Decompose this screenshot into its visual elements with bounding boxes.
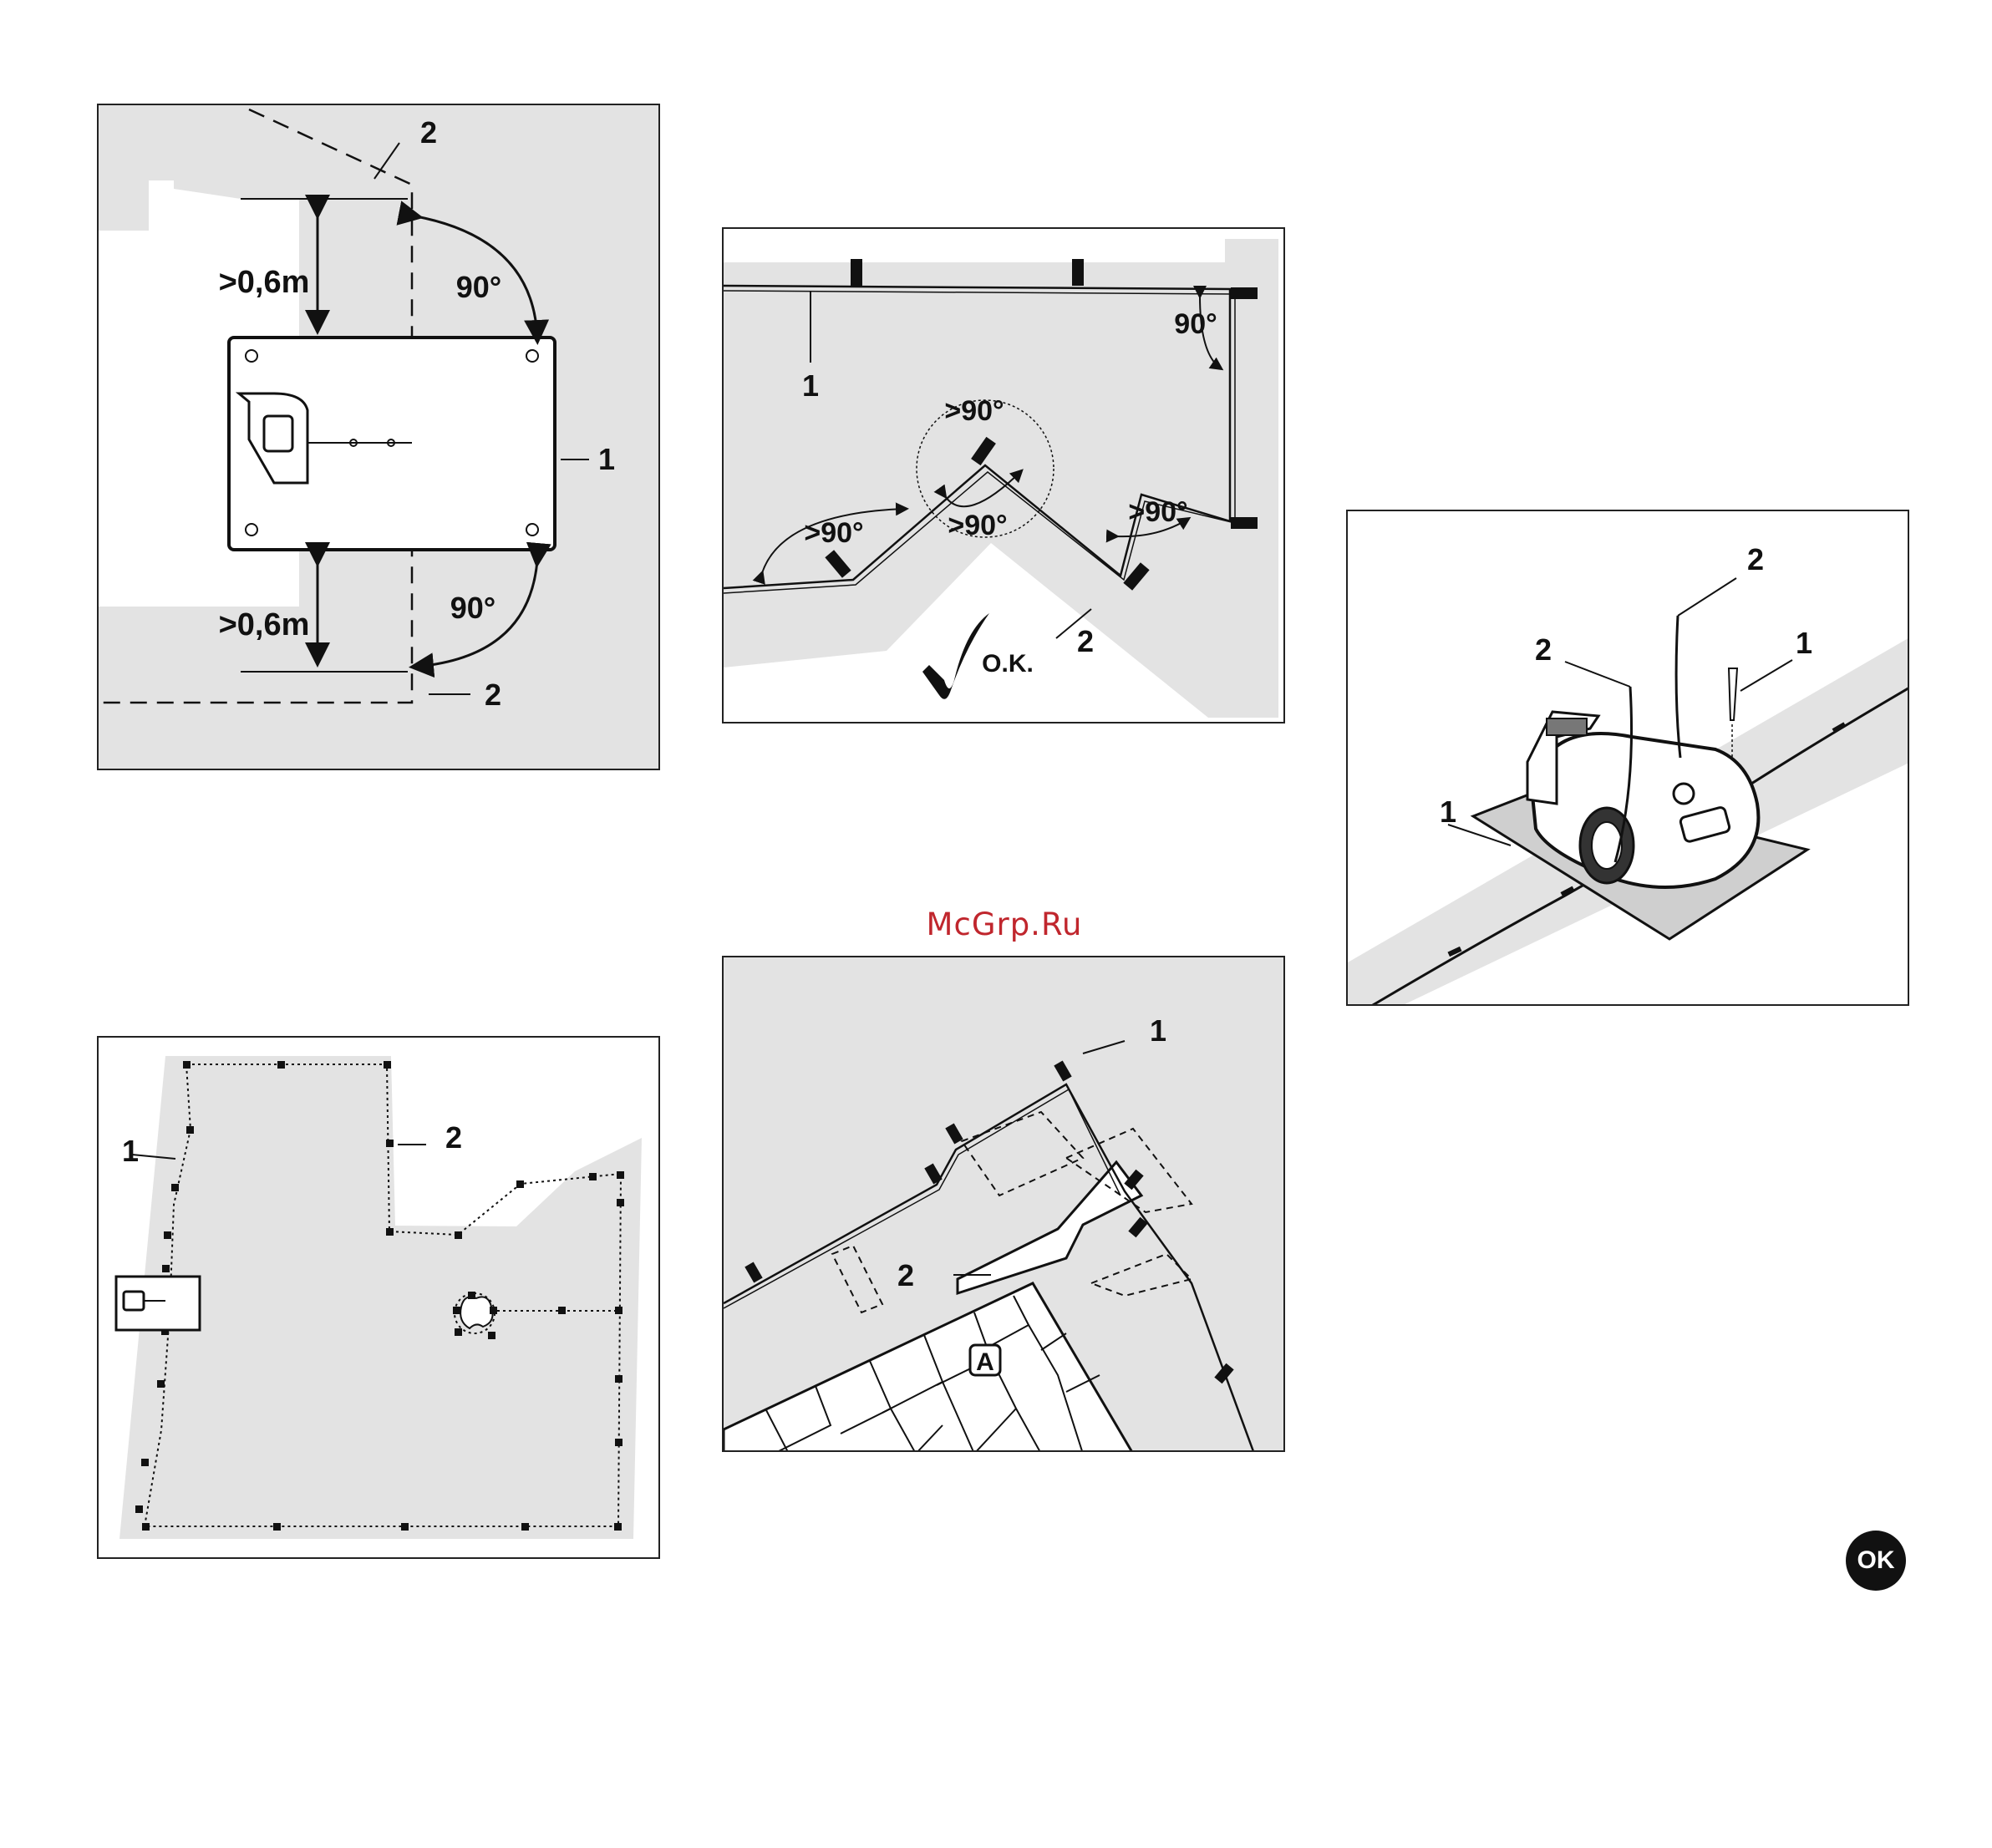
callout-1: 1	[122, 1134, 139, 1168]
angle-top-peak: >90°	[944, 395, 1004, 427]
callout-2: 2	[897, 1258, 914, 1292]
language-badge: OK	[1846, 1531, 1906, 1591]
ok-text: O.K.	[982, 650, 1034, 678]
figure-wire-angles: 1 2 90° >90° >90° >90° >90° O.K.	[722, 227, 1285, 723]
callout-2: 2	[1077, 624, 1094, 658]
angle-corner: 90°	[1174, 308, 1217, 340]
callout-2: 2	[445, 1120, 462, 1155]
watermark-text: McGrp.Ru	[921, 906, 1088, 942]
distance-bottom: >0,6m	[219, 607, 310, 642]
label-a: A	[976, 1348, 994, 1376]
distance-top: >0,6m	[219, 265, 310, 300]
callout-1: 1	[1150, 1013, 1166, 1048]
callout-1: 1	[598, 442, 615, 476]
angle-top: 90°	[456, 270, 501, 304]
callout-2-bottom: 2	[485, 678, 501, 712]
figure-lawn-plan: 1 2	[97, 1036, 660, 1559]
angle-bottom: 90°	[450, 591, 495, 625]
figure-docking-clearance: 2 1 2 >0,6m >0,6m 90° 90°	[97, 104, 660, 770]
angle-right: >90°	[1128, 496, 1187, 528]
angle-left: >90°	[804, 517, 863, 549]
callout-1-left: 1	[1440, 795, 1456, 829]
callout-1: 1	[802, 368, 819, 403]
tree-icon	[460, 1297, 493, 1328]
angle-inner: >90°	[948, 510, 1007, 541]
figure-paving-crossing: 1 2 A	[722, 956, 1285, 1452]
figure-robot-on-base: 2 2 1 1	[1346, 510, 1909, 1006]
callout-2-right: 2	[1747, 542, 1764, 576]
callout-2-left: 2	[1535, 632, 1552, 667]
callout-1-right: 1	[1796, 626, 1812, 660]
callout-2-top: 2	[420, 115, 437, 150]
